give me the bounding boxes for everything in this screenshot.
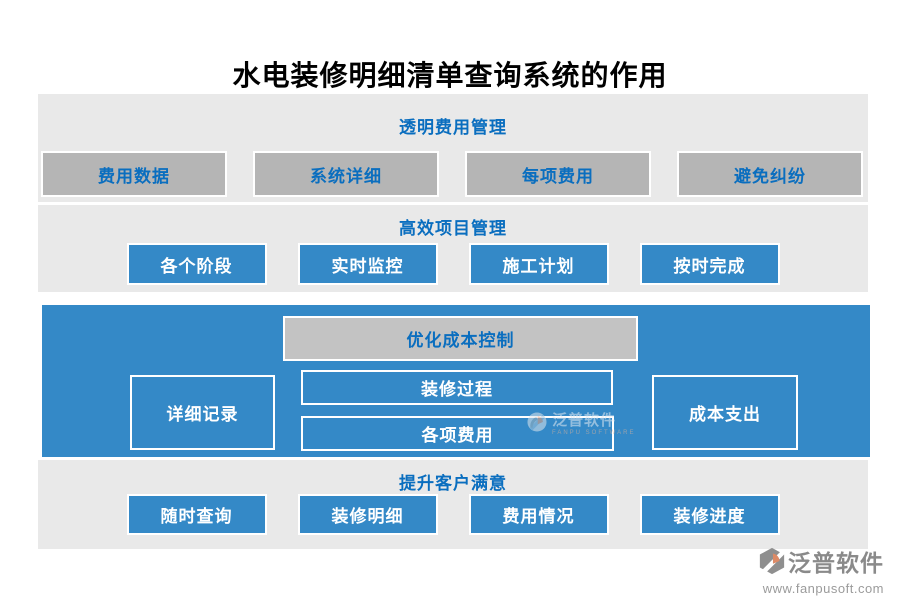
section-header-cost-control: 优化成本控制 <box>283 316 638 361</box>
item-detailed-record: 详细记录 <box>130 375 275 450</box>
row-efficient-project-items: 各个阶段 实时监控 施工计划 按时完成 <box>38 243 868 285</box>
item-expense-status: 费用情况 <box>468 494 609 535</box>
footer-brand-name: 泛普软件 <box>788 549 884 576</box>
section-header-efficient-project: 高效项目管理 <box>399 219 507 238</box>
item-each-expense: 每项费用 <box>465 151 651 197</box>
item-system-detail: 系统详细 <box>253 151 439 197</box>
item-query-anytime: 随时查询 <box>126 494 267 535</box>
section-efficient-project: 高效项目管理 各个阶段 实时监控 施工计划 按时完成 <box>38 205 868 292</box>
section-transparent-cost: 透明费用管理 费用数据 系统详细 每项费用 避免纠纷 <box>38 94 868 202</box>
section-cost-control: 优化成本控制 详细记录 装修过程 各项费用 成本支出 泛普软件 FANPU SO… <box>42 305 870 457</box>
item-realtime-monitor: 实时监控 <box>297 243 438 285</box>
page-title: 水电装修明细清单查询系统的作用 <box>232 60 668 91</box>
item-on-time-finish: 按时完成 <box>639 243 780 285</box>
fanpu-footer-logo: 泛普软件 www.fanpusoft.com <box>758 547 884 595</box>
section-header-customer-satisfaction: 提升客户满意 <box>399 474 507 493</box>
footer-brand-url: www.fanpusoft.com <box>762 581 884 596</box>
item-cost-expenditure: 成本支出 <box>652 375 798 450</box>
item-cost-data: 费用数据 <box>41 151 227 197</box>
item-decoration-detail: 装修明细 <box>297 494 438 535</box>
item-various-expenses: 各项费用 <box>301 416 614 451</box>
item-each-stage: 各个阶段 <box>126 243 267 285</box>
item-construction-plan: 施工计划 <box>468 243 609 285</box>
row-customer-satisfaction-items: 随时查询 装修明细 费用情况 装修进度 <box>38 494 868 535</box>
item-decoration-process: 装修过程 <box>301 370 613 405</box>
item-decoration-progress: 装修进度 <box>639 494 780 535</box>
section-customer-satisfaction: 提升客户满意 随时查询 装修明细 费用情况 装修进度 <box>38 460 868 549</box>
item-avoid-dispute: 避免纠纷 <box>677 151 863 197</box>
fanpu-logo-icon <box>758 547 786 579</box>
row-transparent-cost-items: 费用数据 系统详细 每项费用 避免纠纷 <box>41 151 863 197</box>
section-header-transparent-cost: 透明费用管理 <box>399 118 507 137</box>
